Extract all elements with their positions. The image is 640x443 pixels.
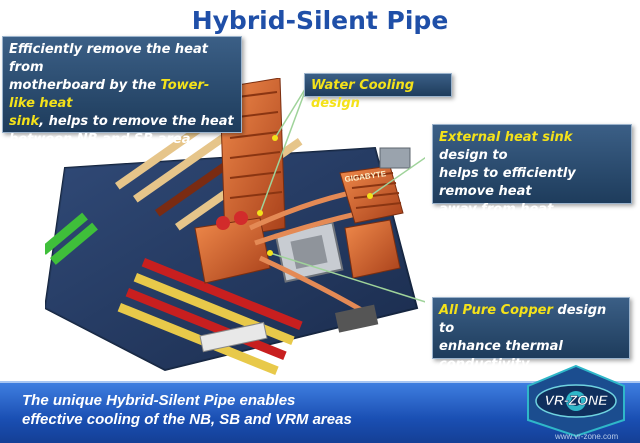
callout-tower-highlight: Tower-like heat — [9, 78, 210, 111]
callout-ext-line2-highlight: efficiently remove heat — [439, 166, 576, 199]
leader-lines — [259, 85, 425, 303]
callout-tower-line4: between NB and SB area — [9, 132, 191, 147]
callout-cu-line1: All Pure Copper design to — [439, 302, 623, 338]
watermark-url: www.vr-zone.com — [555, 432, 619, 441]
callout-tower-heatsink: Efficiently remove the heat from motherb… — [2, 36, 242, 147]
callout-water-cooling: Water Cooling design — [304, 73, 452, 111]
callout-ext-line1: External heat sink design to — [439, 129, 625, 165]
vr-zone-logo: VR-ZONE — [527, 364, 625, 438]
callout-ext-line3: away from heat generating — [439, 202, 554, 235]
green-slot — [45, 212, 88, 255]
io-ports — [379, 147, 411, 169]
callout-cu-line1-text: design to — [439, 303, 607, 336]
callout-tower-highlight-2: sink — [9, 114, 40, 129]
callout-tower-line1: Efficiently remove the heat from — [9, 42, 208, 75]
callout-water-text: Water Cooling design — [311, 78, 415, 111]
callout-tower-line3-text: , helps to remove the heat — [39, 114, 234, 129]
callout-tower-line2-text: motherboard by the — [9, 78, 161, 93]
callout-external-heatsink: External heat sink design to helps to ef… — [432, 124, 632, 253]
banner-text: The unique Hybrid-Silent Pipe enables ef… — [22, 391, 352, 429]
callout-pure-copper: All Pure Copper design to enhance therma… — [432, 297, 630, 372]
motherboard-illustration: GIGABYTE — [45, 78, 425, 376]
callout-ext-line2-text: helps to — [439, 166, 503, 181]
page-title: Hybrid-Silent Pipe — [191, 6, 449, 35]
callout-ext-line4: components of CPU zone — [439, 238, 622, 253]
banner-line2: effective cooling of the NB, SB and VRM … — [22, 411, 352, 428]
callout-ext-highlight: External heat sink — [439, 130, 573, 145]
callout-tower-line3: sink, helps to remove the heat — [9, 113, 235, 131]
callout-cu-highlight: All Pure Copper — [439, 303, 553, 318]
logo-text: VR-ZONE — [545, 392, 609, 408]
callout-cu-line2: enhance thermal conductivity — [439, 339, 563, 372]
banner-line1: The unique Hybrid-Silent Pipe enables — [22, 392, 296, 409]
callout-ext-line2: helps to efficiently remove heat — [439, 165, 625, 201]
callout-tower-line2: motherboard by the Tower-like heat — [9, 77, 235, 113]
callout-ext-line1-text: design to — [439, 148, 508, 163]
